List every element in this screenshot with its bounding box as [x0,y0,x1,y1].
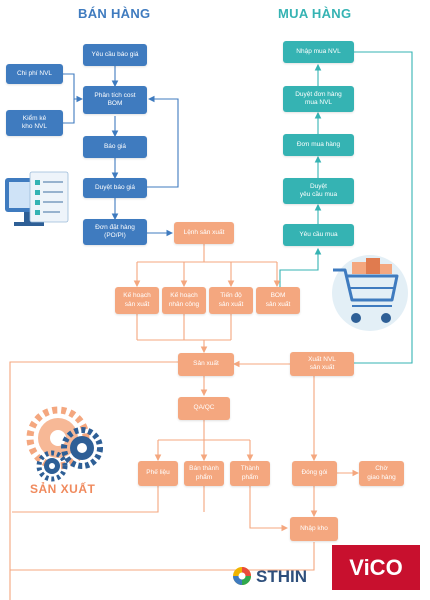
request-quote-box[interactable]: Yêu cầu báo giá [83,44,147,66]
approve-order-box[interactable]: Duyệt đơn hàng mua NVL [283,86,354,112]
material-cost-box[interactable]: Chi phí NVL [6,64,63,84]
computer-checklist-icon [5,171,69,226]
progress-box[interactable]: Tiến độ sản xuất [209,287,253,314]
sales-heading: BÁN HÀNG [78,6,151,21]
inventory-check-box[interactable]: Kiểm kê kho NVL [6,110,63,136]
approve-request-box[interactable]: Duyệt yêu cầu mua [283,178,354,204]
packing-box[interactable]: Đóng gói [292,461,337,486]
production-label: SẢN XUẤT [30,482,96,496]
purchase-connectors [279,51,413,364]
approve-quote-box[interactable]: Duyệt báo giá [83,178,147,198]
finished-box[interactable]: Thành phẩm [230,461,270,486]
purchase-order-box[interactable]: Đơn mua hàng [283,134,354,156]
production-plan-box[interactable]: Kế hoạch sản xuất [115,287,159,314]
semi-finished-box[interactable]: Bán thành phẩm [184,461,224,486]
produce-box[interactable]: Sản xuất [178,353,234,376]
gears-icon [26,406,103,482]
labor-plan-box[interactable]: Kế hoạch nhân công [162,287,206,314]
cost-analysis-box[interactable]: Phân tích cost BOM [83,86,147,114]
brand-logo-icon [233,567,251,585]
quote-box[interactable]: Báo giá [83,136,147,158]
import-material-box[interactable]: Nhập mua NVL [283,41,354,63]
production-connectors [9,244,360,600]
order-box[interactable]: Đơn đặt hàng (PO/PI) [83,219,147,245]
brand-text: STHIN [256,567,307,586]
qa-qc-box[interactable]: QA/QC [178,397,230,420]
shopping-cart-icon [332,255,408,331]
sales-connectors [63,66,179,237]
awaiting-delivery-box[interactable]: Chờ giao hàng [359,461,404,486]
watermark-badge: ViCO [332,545,420,590]
watermark-text: ViCO [349,554,403,580]
scrap-box[interactable]: Phế liệu [138,461,178,486]
stock-in-box[interactable]: Nhập kho [290,517,338,541]
production-order-box[interactable]: Lệnh sản xuất [174,222,234,244]
bom-box[interactable]: BOM sản xuất [256,287,300,314]
issue-material-box[interactable]: Xuất NVL sản xuất [290,352,354,376]
purchase-request-box[interactable]: Yêu cầu mua [283,224,354,246]
purchase-heading: MUA HÀNG [278,6,352,21]
